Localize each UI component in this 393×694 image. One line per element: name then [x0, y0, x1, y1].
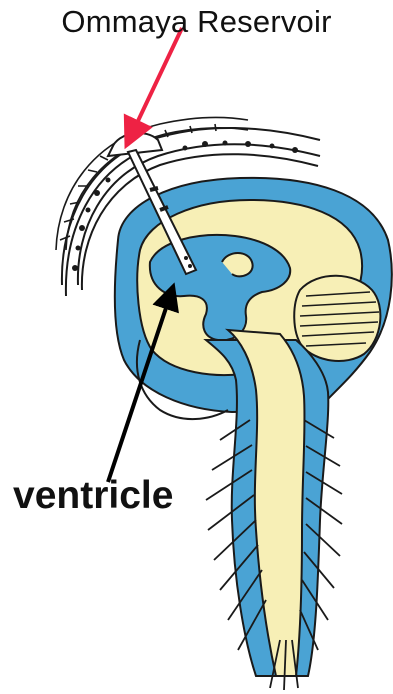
cerebellum: [294, 276, 380, 361]
ventricle-label: ventricle: [13, 474, 173, 518]
reservoir-label: Ommaya Reservoir: [0, 4, 393, 40]
